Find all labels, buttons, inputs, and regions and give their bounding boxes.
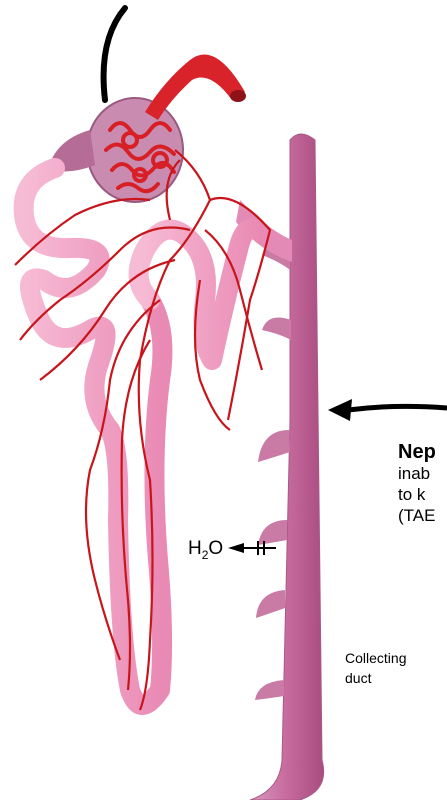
callout-line-2: to k (398, 485, 425, 505)
callout-line-3: (TAE (398, 506, 435, 526)
capsule-pointer-line (104, 8, 125, 100)
arteriole (145, 54, 246, 120)
water-label-h: H (188, 538, 202, 559)
collecting-label: Collecting (345, 650, 406, 666)
peritubular-capillaries (15, 150, 270, 710)
duct-label: duct (345, 670, 371, 686)
callout-title: Nep (398, 441, 436, 464)
water-label: H2O (188, 538, 223, 562)
callout-line-1: inab (398, 464, 430, 484)
bowman-capsule (48, 98, 183, 202)
duct-pointer-arrow (328, 399, 447, 421)
water-label-o: O (208, 538, 223, 559)
